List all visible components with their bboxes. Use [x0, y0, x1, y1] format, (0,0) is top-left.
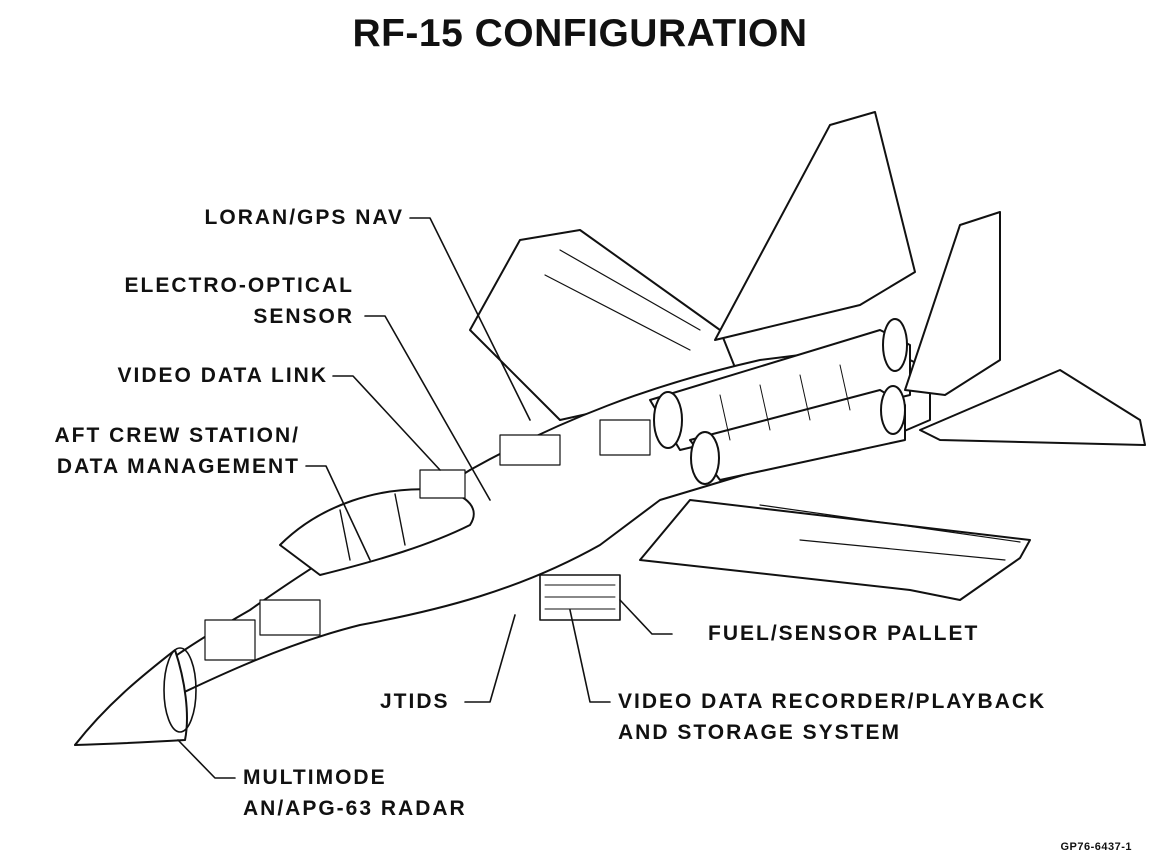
page-title: RF-15 CONFIGURATION	[352, 12, 808, 55]
callout-video-recorder: VIDEO DATA RECORDER/PLAYBACK AND STORAGE…	[618, 686, 1046, 748]
callout-aft-crew-line2: DATA MANAGEMENT	[56, 455, 300, 478]
right-wing	[639, 499, 1031, 601]
left-wing-flap	[544, 249, 701, 351]
horizontal-stabilizer	[919, 369, 1146, 446]
callout-electro-optical-line1: ELECTRO-OPTICAL	[124, 274, 354, 297]
avionics-bays	[204, 419, 651, 661]
radar-dish	[163, 647, 197, 733]
callout-loran-gps: LORAN/GPS NAV	[204, 206, 404, 229]
radome	[74, 649, 188, 746]
callout-video-recorder-line2: AND STORAGE SYSTEM	[618, 721, 901, 744]
callout-fuel-sensor-pallet: FUEL/SENSOR PALLET	[708, 622, 980, 645]
callout-radar-line2: AN/APG-63 RADAR	[243, 797, 467, 820]
right-wing-flap	[759, 504, 1021, 561]
canopy-frame	[339, 493, 406, 561]
callout-electro-optical: ELECTRO-OPTICAL SENSOR	[125, 270, 355, 332]
callout-leaders	[177, 217, 673, 779]
vertical-tail-right	[904, 211, 1001, 396]
engines	[649, 318, 911, 485]
callout-video-data-link: VIDEO DATA LINK	[117, 364, 328, 387]
callout-radar-line1: MULTIMODE	[243, 766, 387, 789]
vertical-tail-left	[714, 111, 916, 341]
callout-radar: MULTIMODE AN/APG-63 RADAR	[243, 762, 467, 824]
canopy	[279, 488, 475, 576]
callout-jtids: JTIDS	[380, 690, 450, 713]
callout-aft-crew-station: AFT CREW STATION/ DATA MANAGEMENT	[54, 420, 300, 482]
callout-video-recorder-line1: VIDEO DATA RECORDER/PLAYBACK	[618, 690, 1047, 713]
reference-code: GP76-6437-1	[1060, 841, 1132, 853]
callout-aft-crew-line1: AFT CREW STATION/	[54, 424, 300, 447]
callout-electro-optical-line2: SENSOR	[253, 305, 354, 328]
